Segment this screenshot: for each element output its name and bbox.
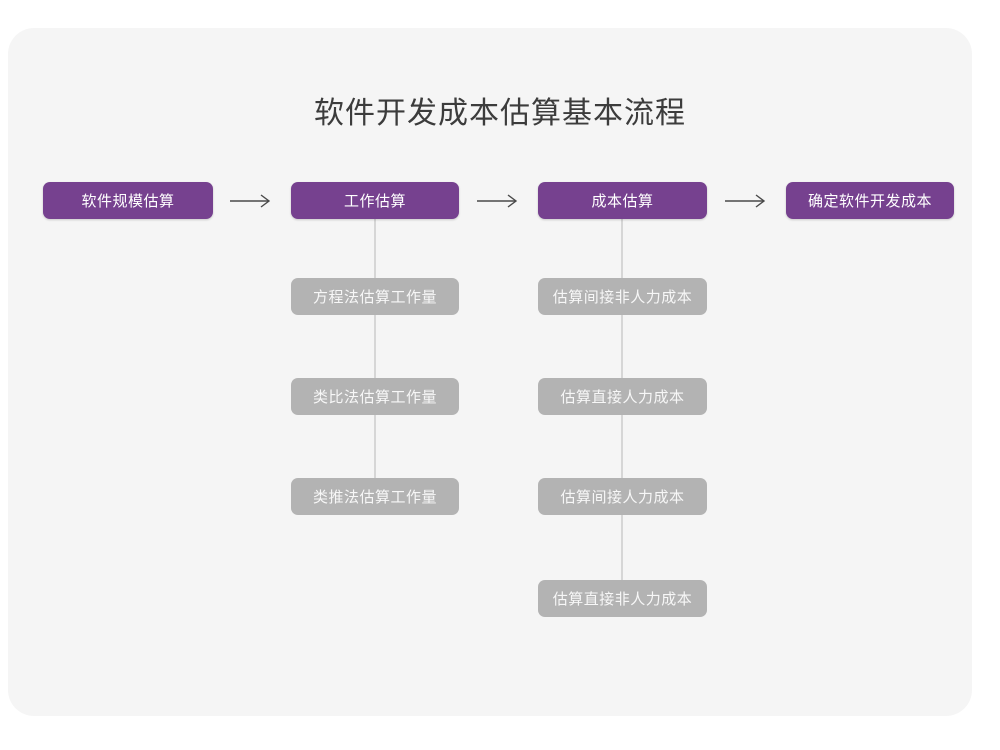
branch-node-label: 估算直接人力成本: [560, 389, 685, 406]
diagram-card: [8, 28, 972, 716]
branch-node-direct-nonlabor-cost[interactable]: 估算直接非人力成本: [538, 580, 707, 617]
flow-node-label: 工作估算: [343, 193, 406, 210]
flow-arrow-1: [228, 191, 276, 211]
branch-node-equation-method[interactable]: 方程法估算工作量: [291, 278, 459, 315]
branch-node-indirect-nonlabor-cost[interactable]: 估算间接非人力成本: [538, 278, 707, 315]
flow-node-final-cost[interactable]: 确定软件开发成本: [786, 182, 954, 219]
branch-node-indirect-labor-cost[interactable]: 估算间接人力成本: [538, 478, 707, 515]
branch-node-label: 估算间接人力成本: [560, 489, 685, 506]
flow-node-cost-estimation[interactable]: 成本估算: [538, 182, 707, 219]
connector-line-work: [374, 219, 376, 497]
flow-arrow-2: [475, 191, 523, 211]
branch-node-label: 类推法估算工作量: [312, 489, 437, 506]
branch-node-label: 方程法估算工作量: [312, 289, 437, 306]
flow-node-label: 确定软件开发成本: [807, 193, 932, 210]
flow-node-software-scale-estimation[interactable]: 软件规模估算: [43, 182, 213, 219]
branch-node-analogy-method[interactable]: 类比法估算工作量: [291, 378, 459, 415]
branch-node-label: 估算直接非人力成本: [552, 591, 693, 608]
page-title: 软件开发成本估算基本流程: [314, 97, 686, 130]
branch-node-label: 估算间接非人力成本: [552, 289, 693, 306]
flow-node-label: 成本估算: [591, 193, 654, 210]
flow-node-work-estimation[interactable]: 工作估算: [291, 182, 459, 219]
flow-arrow-3: [723, 191, 771, 211]
branch-node-direct-labor-cost[interactable]: 估算直接人力成本: [538, 378, 707, 415]
flow-node-label: 软件规模估算: [81, 193, 175, 210]
branch-node-extrapolation-method[interactable]: 类推法估算工作量: [291, 478, 459, 515]
branch-node-label: 类比法估算工作量: [312, 389, 437, 406]
